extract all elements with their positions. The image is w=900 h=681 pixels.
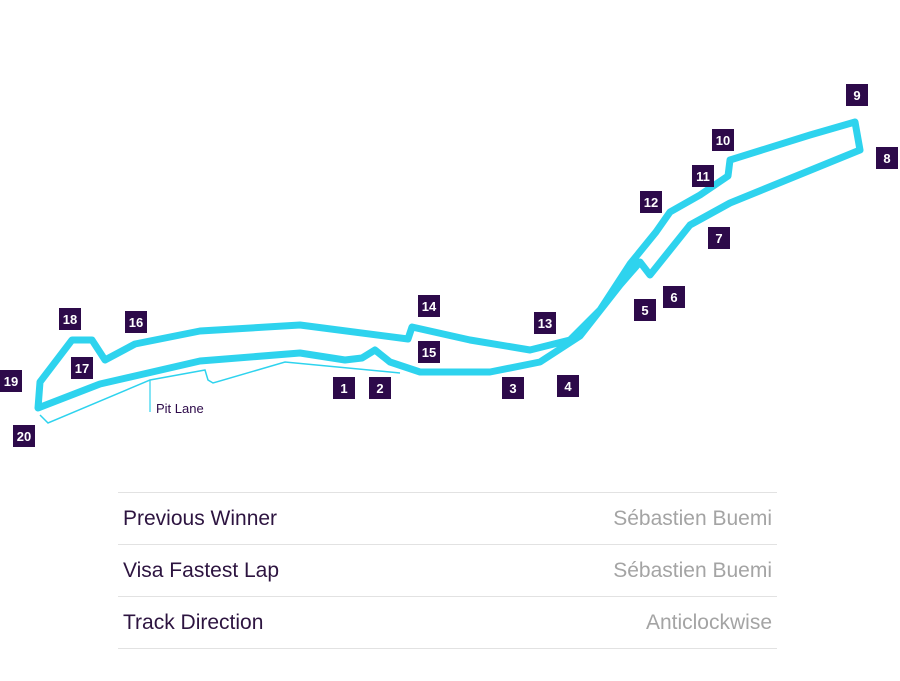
- turn-marker-17: 17: [71, 357, 93, 379]
- turn-marker-10: 10: [712, 129, 734, 151]
- info-value: Anticlockwise: [645, 610, 772, 634]
- turn-marker-12: 12: [640, 191, 662, 213]
- turn-marker-13: 13: [534, 312, 556, 334]
- turn-marker-15: 15: [418, 341, 440, 363]
- info-value: Sébastien Buemi: [613, 558, 772, 582]
- info-row-fastest-lap: Visa Fastest Lap Sébastien Buemi: [118, 544, 777, 596]
- info-value: Sébastien Buemi: [613, 506, 772, 530]
- race-info-table: Previous Winner Sébastien Buemi Visa Fas…: [118, 492, 777, 649]
- pit-lane-label: Pit Lane: [156, 401, 204, 416]
- turn-marker-7: 7: [708, 227, 730, 249]
- turn-marker-5: 5: [634, 299, 656, 321]
- pit-lane-line: [39, 361, 401, 424]
- turn-marker-11: 11: [692, 165, 714, 187]
- turn-marker-14: 14: [418, 295, 440, 317]
- info-row-track-direction: Track Direction Anticlockwise: [118, 596, 777, 649]
- info-label: Previous Winner: [123, 506, 278, 530]
- turn-marker-4: 4: [557, 375, 579, 397]
- turn-marker-19: 19: [0, 370, 22, 392]
- info-label: Track Direction: [123, 610, 264, 634]
- turn-marker-8: 8: [876, 147, 898, 169]
- turn-marker-2: 2: [369, 377, 391, 399]
- turn-marker-16: 16: [125, 311, 147, 333]
- turn-marker-6: 6: [663, 286, 685, 308]
- turn-marker-9: 9: [846, 84, 868, 106]
- info-row-previous-winner: Previous Winner Sébastien Buemi: [118, 492, 777, 544]
- turn-marker-20: 20: [13, 425, 35, 447]
- turn-marker-18: 18: [59, 308, 81, 330]
- turn-marker-3: 3: [502, 377, 524, 399]
- info-label: Visa Fastest Lap: [123, 558, 280, 582]
- turn-marker-1: 1: [333, 377, 355, 399]
- track-map: [34, 118, 864, 424]
- circuit-outline: [34, 118, 864, 412]
